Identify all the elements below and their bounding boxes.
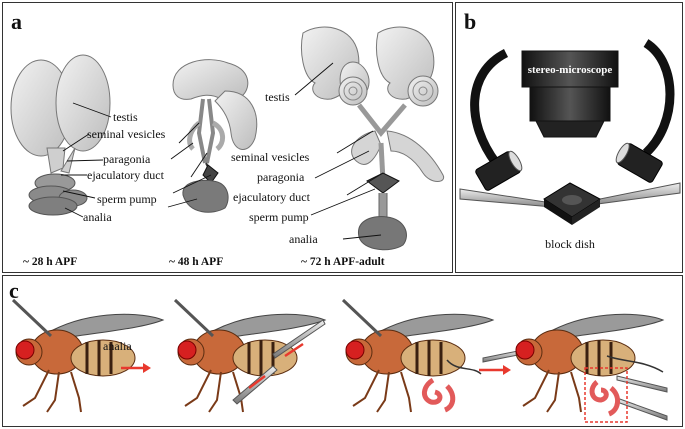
label-seminal-vesicles-28h: seminal vesicles	[87, 127, 166, 141]
label-testis-72h: testis	[265, 90, 290, 104]
label-analia-72h: analia	[289, 232, 318, 246]
tissue-step-3	[422, 377, 443, 405]
fly-step-2	[173, 298, 327, 414]
panel-b-letter: b	[464, 9, 476, 34]
panel-a: a testis seminal vesicles paragonia ejac…	[2, 2, 453, 273]
organ-28h	[10, 54, 111, 216]
panel-a-letter: a	[11, 9, 22, 34]
fly-step-1	[11, 298, 165, 414]
tissue-step-4	[589, 380, 609, 403]
label-sperm-pump-72h: sperm pump	[249, 210, 309, 224]
organ-72h	[301, 26, 445, 251]
panel-c-diagram: c analia	[9, 278, 668, 423]
panel-b: b stereo-microscope block dish	[455, 2, 683, 273]
panel-c-letter: c	[9, 278, 19, 303]
forceps-step-2-top	[272, 319, 326, 359]
block-dish	[543, 182, 601, 225]
light-guide-left	[470, 48, 509, 166]
analia-label: analia	[103, 339, 132, 353]
light-guide-right	[642, 39, 675, 157]
stage-label-48h: ~ 48 h APF	[169, 256, 223, 268]
forceps-right	[589, 182, 681, 206]
lamp-right	[615, 142, 663, 183]
panel-b-diagram: b stereo-microscope block dish	[459, 9, 681, 251]
forceps-step-4-bottom	[616, 397, 668, 421]
label-testis-28h: testis	[113, 110, 138, 124]
label-ejaculatory-duct-28h: ejaculatory duct	[87, 168, 165, 182]
microscope-label: stereo-microscope	[528, 64, 613, 76]
label-analia-28h: analia	[83, 210, 112, 224]
panel-c: c analia	[2, 275, 683, 427]
forceps-step-4-top	[616, 375, 668, 393]
label-paragonia-72h: paragonia	[257, 170, 305, 184]
testis-right-28h	[55, 54, 111, 152]
fly-step-3	[341, 298, 495, 414]
label-ejaculatory-duct-72h: ejaculatory duct	[233, 190, 311, 204]
organ-48h	[172, 59, 258, 213]
label-paragonia-28h: paragonia	[103, 152, 151, 166]
arrow-head-step-1	[143, 363, 151, 373]
label-seminal-vesicles-72h: seminal vesicles	[231, 150, 310, 164]
stage-label-72h: ~ 72 h APF-adult	[301, 256, 385, 268]
stage-label-28h: ~ 28 h APF	[23, 256, 77, 268]
stereo-microscope: stereo-microscope	[521, 50, 619, 138]
block-dish-label: block dish	[545, 237, 595, 251]
lamp-left	[475, 150, 523, 191]
panel-a-diagram: a testis seminal vesicles paragonia ejac…	[10, 9, 445, 268]
arrow-step-2-up	[284, 342, 304, 358]
arrow-step-2-down	[248, 375, 266, 389]
forceps-left	[459, 188, 553, 208]
dissected-tissue-box	[584, 367, 628, 423]
label-sperm-pump-28h: sperm pump	[97, 192, 157, 206]
arrow-head-step-3	[503, 365, 511, 375]
